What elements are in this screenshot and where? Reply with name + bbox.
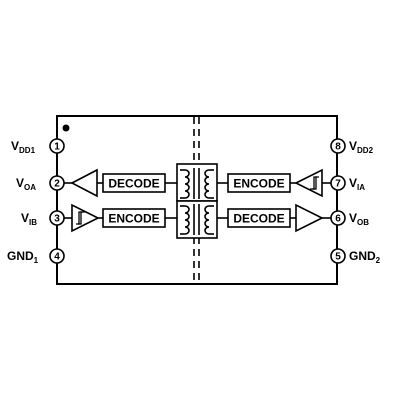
pin1-marker-dot — [62, 124, 70, 132]
pin-7-label: VIA — [349, 176, 365, 192]
pin-3-number: 3 — [54, 214, 60, 225]
pin-5: 5 GND2 — [330, 248, 381, 265]
pin-2-label: VOA — [16, 176, 36, 192]
output-buffer-a-icon — [70, 168, 98, 198]
pin-1: 1 VDD1 — [11, 138, 65, 155]
pin-5-number: 5 — [335, 252, 341, 263]
package-outline — [56, 115, 338, 285]
pin-5-label: GND2 — [349, 249, 381, 265]
pin-3: 3 VIB — [21, 210, 65, 227]
pin-8-number: 8 — [335, 142, 341, 153]
pin-4-label: GND1 — [7, 249, 39, 265]
pin-6: 6 VOB — [330, 210, 369, 227]
pin-3-label: VIB — [21, 211, 37, 227]
pin-8-label: VDD2 — [349, 139, 374, 155]
pin-8: 8 VDD2 — [330, 138, 374, 155]
pin-6-label: VOB — [349, 211, 369, 227]
transformer-b-icon — [176, 200, 218, 239]
output-buffer-b-icon — [295, 203, 324, 233]
encode-b-label: ENCODE — [108, 212, 159, 226]
decode-b-label: DECODE — [233, 212, 284, 226]
pin-2: 2 VOA — [16, 175, 65, 192]
channel-a — [64, 168, 331, 198]
pin-1-number: 1 — [54, 142, 60, 153]
pin-2-number: 2 — [54, 179, 60, 190]
pin-4: 4 GND1 — [7, 248, 65, 265]
pin-1-label: VDD1 — [11, 139, 36, 155]
pin-7: 7 VIA — [330, 175, 365, 192]
pin-4-number: 4 — [54, 252, 60, 263]
pin-6-number: 6 — [335, 214, 341, 225]
isolation-barrier — [193, 117, 200, 283]
pin-7-number: 7 — [335, 179, 341, 190]
input-schmitt-buffer-a-icon — [294, 168, 323, 198]
decode-a-label: DECODE — [108, 177, 159, 191]
encode-a-label: ENCODE — [233, 177, 284, 191]
input-schmitt-buffer-b-icon — [71, 203, 100, 233]
transformer-a-icon — [176, 163, 218, 202]
